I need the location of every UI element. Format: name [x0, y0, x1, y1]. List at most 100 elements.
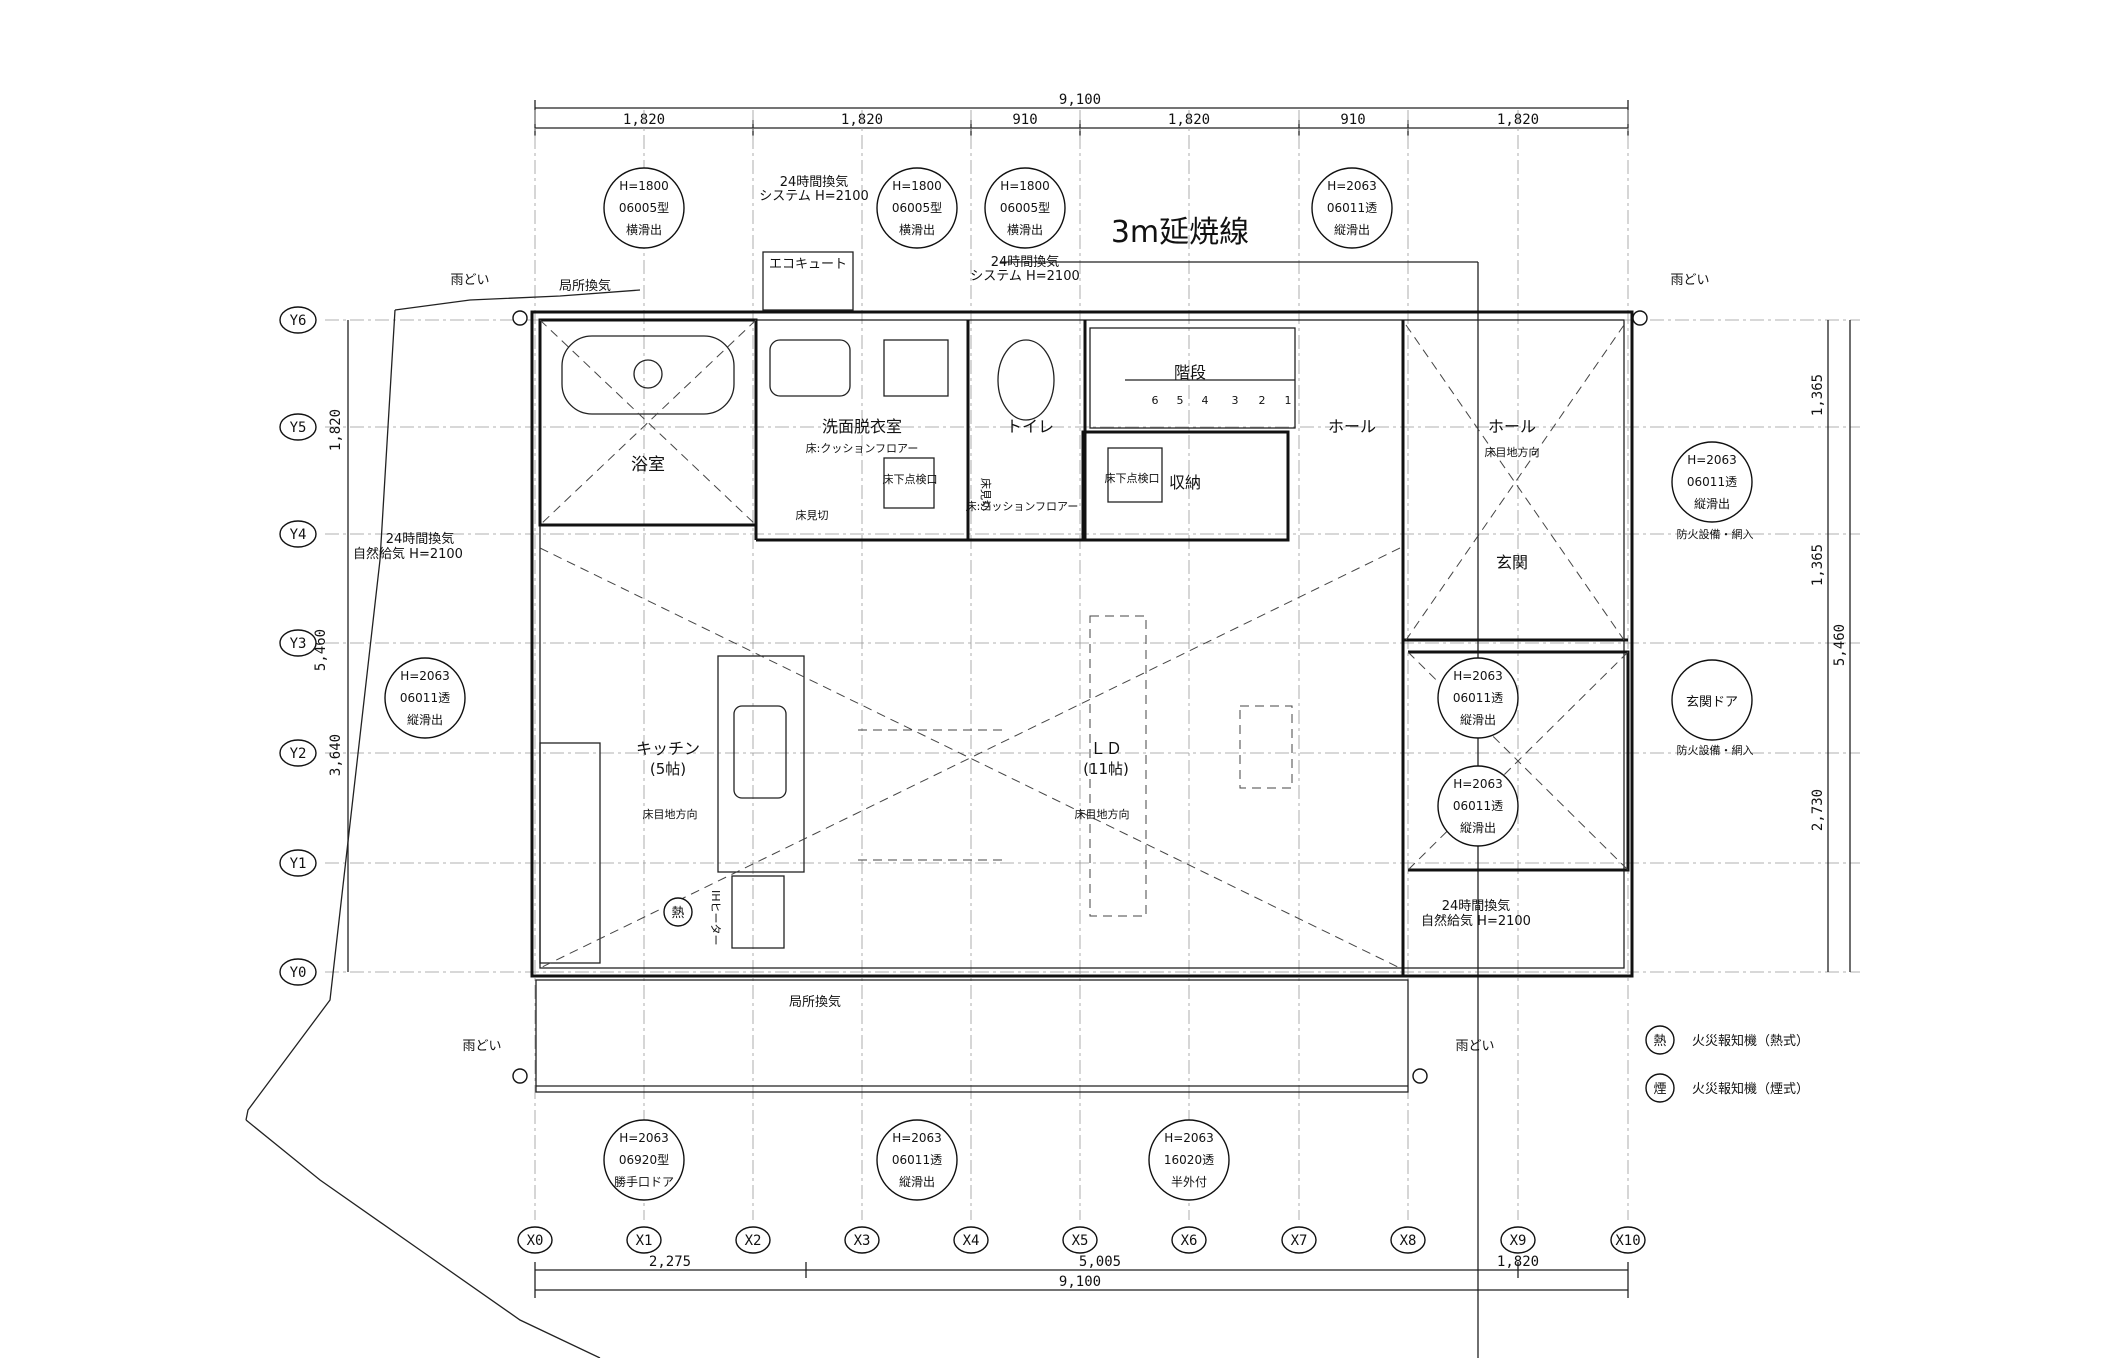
svg-text:H=2063: H=2063 [892, 1131, 942, 1145]
dim-top-seg: 910 [1012, 112, 1037, 128]
axis-label-y: Y5 [290, 420, 307, 436]
svg-text:縦滑出: 縦滑出 [1334, 223, 1370, 237]
axis-label-x: X8 [1400, 1233, 1417, 1249]
note-ih: IHヒーター [709, 890, 722, 946]
room-ld: ＬＤ [1090, 739, 1122, 758]
svg-text:06005型: 06005型 [619, 201, 669, 215]
svg-text:縦滑出: 縦滑出 [899, 1175, 935, 1189]
svg-text:H=2063: H=2063 [1164, 1131, 1214, 1145]
dim-left-upper: 1,820 [328, 409, 344, 451]
legend: 熱 火災報知機（熱式） 煙 火災報知機（煙式） [1645, 1025, 1809, 1103]
top-dimensions: 9,100 1,820 1,820 910 1,820 910 1,820 [534, 92, 1629, 136]
window-tag: H=2063 06011透 縦滑出 [384, 657, 466, 739]
svg-text:H=2063: H=2063 [1453, 669, 1503, 683]
note-grain: 床目地方向 [1075, 807, 1130, 821]
svg-text:縦滑出: 縦滑出 [1694, 497, 1730, 511]
note-gutter: 雨どい [450, 273, 489, 288]
note-gutter: 雨どい [1670, 273, 1709, 288]
legend-symbol: 煙 [1653, 1082, 1666, 1097]
window-tag: H=2063 16020透 半外付 [1148, 1119, 1230, 1201]
svg-text:06005型: 06005型 [1000, 201, 1050, 215]
note-local-vent: 局所換気 [789, 994, 841, 1010]
axis-label-x: X4 [963, 1233, 980, 1249]
svg-text:H=1800: H=1800 [892, 179, 942, 193]
svg-text:H=1800: H=1800 [619, 179, 669, 193]
room-storage: 収納 [1169, 473, 1201, 492]
svg-text:縦滑出: 縦滑出 [1460, 713, 1496, 727]
svg-text:06011透: 06011透 [400, 691, 450, 705]
svg-text:玄関ドア: 玄関ドア [1686, 695, 1738, 710]
svg-text:H=2063: H=2063 [1327, 179, 1377, 193]
svg-text:H=2063: H=2063 [1687, 453, 1737, 467]
svg-text:06011透: 06011透 [1453, 799, 1503, 813]
note-underfloor: 床下点検口 [1105, 471, 1160, 485]
stair-step: 3 [1232, 394, 1239, 407]
axis-label-y: Y0 [290, 965, 307, 981]
window-tag: H=1800 06005型 横滑出 [984, 167, 1066, 249]
note-vent: システム H=2100 [970, 269, 1080, 284]
axis-label-x: X9 [1510, 1233, 1527, 1249]
note-vent: システム H=2100 [759, 189, 869, 204]
note-local-vent: 局所換気 [559, 278, 611, 294]
svg-text:06011透: 06011透 [1687, 475, 1737, 489]
dim-bottom-seg: 1,820 [1497, 1254, 1539, 1270]
axis-label-x: X2 [745, 1233, 762, 1249]
room-labels: 浴室 洗面脱衣室 トイレ 階段 収納 ホール ホール 玄関 キッチン (5帖) … [631, 363, 1536, 778]
note-underfloor: 床下点検口 [883, 472, 938, 486]
grid-lines [325, 110, 1860, 1220]
legend-symbol: 熱 [1653, 1034, 1666, 1049]
dim-right-lower: 2,730 [1810, 789, 1826, 831]
axis-label-y: Y2 [290, 746, 307, 762]
note-ecocute: エコキュート [769, 257, 847, 272]
side-dimensions: 1,820 5,460 3,640 1,365 1,365 5,460 2,73… [313, 320, 1851, 972]
note-vent: 24時間換気 [991, 254, 1060, 270]
fire-line-title: 3m延焼線 [1111, 215, 1249, 250]
note-fire-net: 防火設備・網入 [1677, 527, 1754, 541]
stair-step: 6 [1152, 394, 1159, 407]
window-tag: H=2063 06011透 縦滑出 [876, 1119, 958, 1201]
note-fire-net: 防火設備・網入 [1677, 743, 1754, 757]
window-tags: H=1800 06005型 横滑出 H=1800 06005型 横滑出 H=18… [384, 167, 1753, 1201]
note-natural-air: 24時間換気 [386, 531, 455, 547]
note-natural-air: 自然給気 H=2100 [353, 546, 463, 562]
annotations: 24時間換気 システム H=2100 24時間換気 システム H=2100 エコ… [353, 174, 1754, 1084]
dim-left-lower: 3,640 [328, 734, 344, 776]
svg-text:06011透: 06011透 [1327, 201, 1377, 215]
axis-label-x: X6 [1181, 1233, 1198, 1249]
axis-label-x: X7 [1291, 1233, 1308, 1249]
dim-bottom-total: 9,100 [1059, 1274, 1101, 1290]
stair-step: 5 [1177, 394, 1184, 407]
room-toilet: トイレ [1006, 417, 1054, 436]
room-kitchen-size: (5帖) [650, 760, 686, 778]
dim-bottom-seg: 2,275 [649, 1254, 691, 1270]
room-ld-size: (11帖) [1083, 760, 1129, 778]
note-natural-air: 自然給気 H=2100 [1421, 913, 1531, 929]
axis-label-x: X0 [527, 1233, 544, 1249]
dim-left-total: 5,460 [313, 629, 329, 671]
svg-text:H=2063: H=2063 [619, 1131, 669, 1145]
svg-text:H=1800: H=1800 [1000, 179, 1050, 193]
svg-text:横滑出: 横滑出 [1007, 223, 1043, 237]
room-genkan: 玄関 [1496, 553, 1528, 572]
legend-label: 火災報知機（熱式） [1692, 1033, 1809, 1049]
note-floor: 床:クッションフロアー [806, 441, 919, 455]
note-gutter: 雨どい [1455, 1039, 1494, 1054]
room-washroom: 洗面脱衣室 [822, 417, 902, 436]
note-floor-cut: 床見切 [979, 478, 993, 511]
note-vent: 24時間換気 [780, 174, 849, 190]
room-hall: ホール [1328, 417, 1376, 436]
x-axis-bubbles: X0 X1 X2 X3 X4 X5 X6 X7 X8 X9 X10 [517, 1226, 1646, 1254]
room-kitchen: キッチン [636, 739, 700, 758]
stair-step: 1 [1285, 394, 1292, 407]
window-tag: H=2063 06011透 縦滑出 [1437, 657, 1519, 739]
note-floor-cut: 床見切 [796, 508, 829, 522]
svg-text:06920型: 06920型 [619, 1153, 669, 1167]
svg-text:横滑出: 横滑出 [899, 223, 935, 237]
dim-right-total: 5,460 [1832, 624, 1848, 666]
dim-right-mid: 1,365 [1810, 544, 1826, 586]
window-tag: H=2063 06011透 縦滑出 [1437, 765, 1519, 847]
axis-label-x: X10 [1615, 1233, 1640, 1249]
bottom-dimensions: 2,275 5,005 1,820 9,100 [534, 1254, 1629, 1298]
dim-bottom-seg: 5,005 [1079, 1254, 1121, 1270]
